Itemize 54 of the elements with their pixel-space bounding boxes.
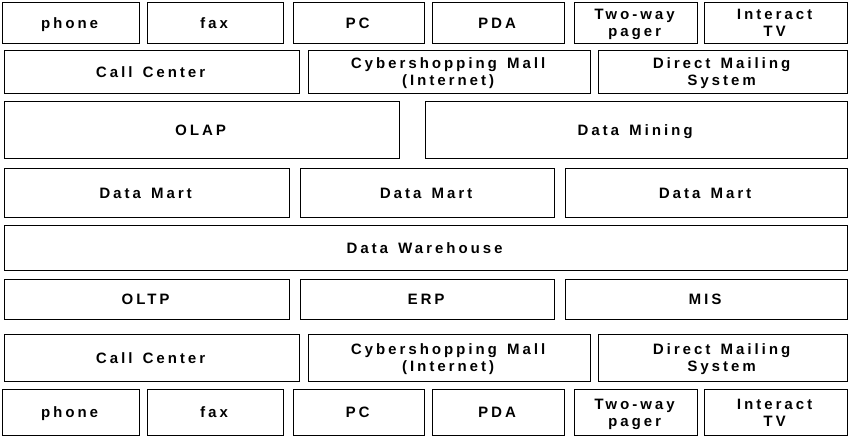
layer-box	[704, 2, 848, 44]
layer-box	[4, 279, 290, 320]
layer-box	[4, 168, 290, 218]
layer-label: Two-way pager	[593, 396, 679, 430]
layer-label: Cybershopping Mall (Internet)	[350, 341, 550, 375]
layer-label: Data Mining	[578, 122, 696, 138]
layer-box	[432, 2, 565, 44]
layer-label: fax	[200, 14, 231, 32]
layer-box	[574, 2, 698, 44]
layer-label: Data Mart	[380, 184, 476, 202]
layer-box	[300, 279, 555, 320]
layer-label: phone	[41, 404, 101, 421]
layer-label: PC	[346, 404, 372, 421]
layer-box	[4, 101, 400, 159]
layer-label: Interact TV	[736, 396, 816, 430]
layer-box	[147, 389, 284, 436]
layer-box	[425, 101, 848, 159]
layer-label: phone	[41, 14, 101, 32]
layer-box	[574, 389, 698, 436]
layer-box	[308, 50, 591, 94]
layer-label: MIS	[688, 291, 724, 308]
layer-box	[565, 279, 848, 320]
layer-label: PDA	[478, 404, 519, 421]
layer-label: Cybershopping Mall (Internet)	[350, 55, 550, 89]
layer-box	[2, 2, 140, 44]
layer-label: Data Mart	[99, 184, 195, 202]
layer-label: OLAP	[175, 122, 229, 138]
layer-box	[293, 2, 425, 44]
layer-label: Call Center	[96, 350, 208, 366]
layer-box	[598, 50, 848, 94]
layer-label: Two-way pager	[593, 6, 679, 40]
layer-box	[147, 2, 284, 44]
layer-label: OLTP	[122, 291, 172, 308]
layer-label: Call Center	[96, 64, 208, 80]
layer-label: Direct Mailing System	[652, 55, 794, 89]
layer-box	[4, 225, 848, 271]
layer-label: Data Mart	[658, 184, 754, 202]
layer-box	[2, 389, 140, 436]
layer-label: Direct Mailing System	[652, 341, 794, 375]
layer-label: ERP	[408, 291, 448, 308]
layer-label: Interact TV	[736, 6, 816, 40]
layer-box	[293, 389, 425, 436]
layer-label: PDA	[478, 14, 519, 32]
layer-box	[308, 334, 591, 382]
layer-label: fax	[200, 404, 231, 421]
layer-box	[598, 334, 848, 382]
layer-box	[704, 389, 848, 436]
layer-label: PC	[346, 14, 372, 32]
layer-box	[300, 168, 555, 218]
layer-box	[4, 50, 300, 94]
layer-box	[565, 168, 848, 218]
layer-box	[4, 334, 300, 382]
layer-label: Data Warehouse	[346, 240, 506, 256]
layer-box	[432, 389, 565, 436]
